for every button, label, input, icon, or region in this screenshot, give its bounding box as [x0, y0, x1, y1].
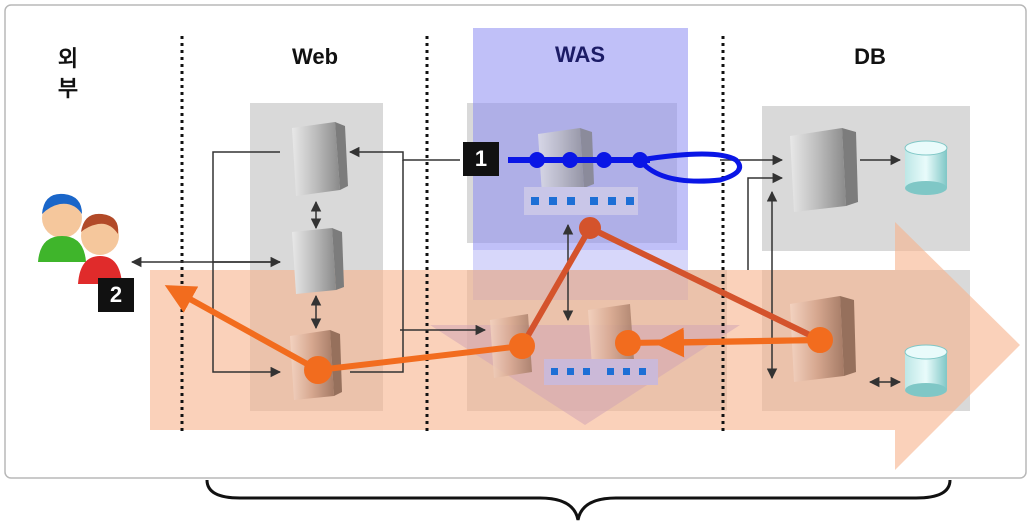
- column-label-external: 외 부: [57, 46, 79, 101]
- was-thread-chip-bottom: [544, 359, 658, 385]
- users-icon: [38, 193, 122, 284]
- db-server-top: [790, 128, 858, 212]
- web-arrows: [212, 146, 487, 378]
- web-server-1: [292, 122, 348, 196]
- web-server-2: [292, 228, 344, 294]
- database-icon-top: [904, 140, 948, 195]
- orange-response-path: [164, 285, 833, 384]
- column-label-db: DB: [854, 44, 886, 69]
- was-thread-chip-top: [524, 187, 638, 215]
- column-label-was: WAS: [554, 42, 606, 67]
- blue-request-path: [508, 151, 742, 184]
- database-icon-bottom: [904, 344, 948, 397]
- column-label-web: Web: [291, 44, 339, 69]
- bottom-brace: [205, 479, 952, 521]
- orange-flow-arrow: [150, 222, 1020, 470]
- step-badge-1: 1: [463, 142, 499, 176]
- step-badge-2: 2: [98, 278, 134, 312]
- red-response-path: [519, 217, 822, 348]
